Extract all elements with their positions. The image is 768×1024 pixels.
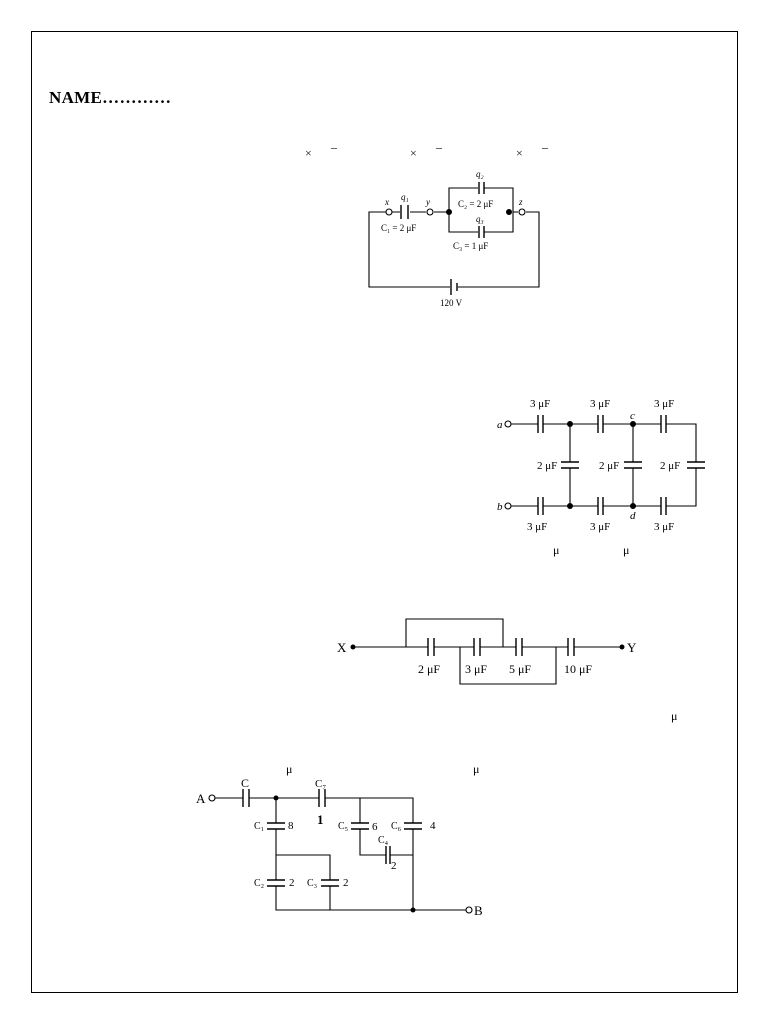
charge-q3-label: q₃ — [476, 214, 484, 224]
capacitor-c-label: C — [241, 776, 249, 790]
capacitor-c3-label: C₃ = 1 μF — [453, 241, 488, 251]
circuit-1: x y z q₁ q₂ q₃ C₁ = 2 μF C₂ = 2 μF C₃ = … — [368, 169, 540, 308]
capacitor-label: 3 μF — [465, 662, 487, 676]
times-symbol: × — [305, 146, 312, 160]
capacitor-c4-label: C₄ — [378, 835, 389, 846]
node-b-label: b — [497, 501, 503, 513]
mu-symbol: μ — [286, 762, 293, 776]
top-capacitor-label: 3 μF — [654, 398, 674, 410]
capacitor-c1-label: C₁ — [254, 821, 264, 832]
mu-symbol: μ — [623, 543, 630, 557]
capacitor-c1-value: 8 — [288, 820, 294, 832]
node-x-label: x — [384, 197, 389, 207]
capacitor-c3-label: C₃ — [307, 878, 317, 889]
capacitor-c2-label: C₂ = 2 μF — [458, 199, 493, 209]
capacitor-c1-label: C₁ = 2 μF — [381, 223, 416, 233]
capacitor-c2-value: 2 — [289, 877, 295, 889]
capacitor-c7-label: C₇ — [315, 778, 326, 790]
capacitor-c7-value: 1 — [317, 812, 324, 827]
page-border — [31, 31, 738, 993]
middle-capacitor-label: 2 μF — [660, 460, 680, 472]
mu-symbol: μ — [473, 762, 480, 776]
node-z-label: z — [518, 197, 523, 207]
capacitor-c2-label: C₂ — [254, 878, 264, 889]
battery-voltage-label: 120 V — [440, 298, 463, 308]
node-a-label: a — [497, 419, 503, 431]
capacitor-label: 5 μF — [509, 662, 531, 676]
bottom-capacitor-label: 3 μF — [654, 521, 674, 533]
circuit-3: X Y 2 μF 3 μF 5 μF 10 μF — [337, 618, 637, 685]
minus-symbol: – — [436, 140, 442, 154]
capacitor-c4-value: 2 — [391, 860, 397, 872]
minus-symbol: – — [542, 140, 548, 154]
top-capacitor-label: 3 μF — [590, 398, 610, 410]
capacitor-c6-label: C₆ — [391, 821, 402, 832]
minus-symbol: – — [331, 140, 337, 154]
capacitor-c5-value: 6 — [372, 821, 378, 833]
bottom-capacitor-label: 3 μF — [590, 521, 610, 533]
terminal-a-label: A — [196, 791, 206, 806]
times-symbol: × — [516, 146, 523, 160]
node-c-label: c — [630, 410, 635, 422]
middle-capacitor-label: 2 μF — [537, 460, 557, 472]
node-d-label: d — [630, 510, 636, 522]
terminal-y-label: Y — [627, 640, 637, 655]
charge-q1-label: q₁ — [401, 192, 409, 202]
bottom-capacitor-label: 3 μF — [527, 521, 547, 533]
mu-symbol: μ — [553, 543, 560, 557]
capacitor-label: 2 μF — [418, 662, 440, 676]
middle-capacitor-label: 2 μF — [599, 460, 619, 472]
terminal-x-label: X — [337, 640, 347, 655]
circuit-2: a b c d 3 μF 3 μF 3 μF 2 μF 2 μF 2 μF 3 … — [497, 398, 705, 533]
circuit-4: A B C C₇ 1 C₁ 8 C₅ 6 C₆ 4 C₄ 2 C₂ 2 C₃ 2 — [196, 776, 483, 918]
mu-symbol: μ — [671, 709, 678, 723]
capacitor-c6-value: 4 — [430, 820, 436, 832]
top-capacitor-label: 3 μF — [530, 398, 550, 410]
times-symbol: × — [410, 146, 417, 160]
charge-q2-label: q₂ — [476, 169, 484, 179]
terminal-b-label: B — [474, 903, 483, 918]
name-field-label: NAME………… — [49, 88, 172, 107]
node-y-label: y — [425, 197, 430, 207]
capacitor-c3-value: 2 — [343, 877, 349, 889]
capacitor-label: 10 μF — [564, 662, 592, 676]
capacitor-c5-label: C₅ — [338, 821, 348, 832]
